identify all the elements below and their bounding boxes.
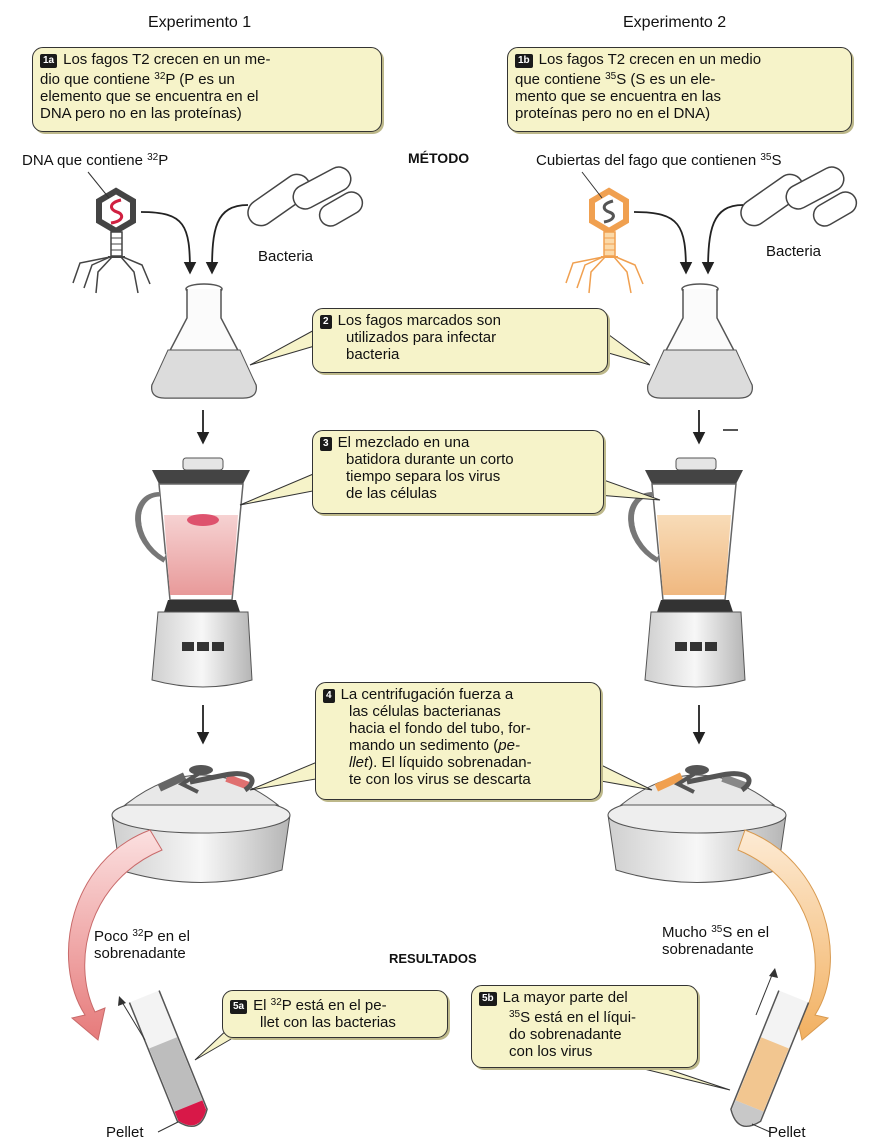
step-1b-box: 1bLos fagos T2 crecen en un medio que co…	[507, 47, 852, 132]
step-5a-box: 5aEl 32P está en el pe- llet con las bac…	[222, 990, 448, 1038]
step2-pointer-right	[605, 332, 650, 365]
tube-arrow-right	[756, 975, 772, 1015]
metodo-heading: MÉTODO	[408, 150, 469, 167]
blender-left-icon	[138, 458, 252, 687]
step-1b-tag: 1b	[515, 54, 533, 68]
test-tube-left-icon	[129, 991, 211, 1132]
tube-arrow-left-head	[118, 996, 126, 1006]
pellet-label-right: Pellet	[768, 1124, 806, 1141]
step-1a-tag: 1a	[40, 54, 57, 68]
tube-arrow-right-head	[769, 968, 778, 978]
centrifuge-left-icon	[112, 765, 290, 883]
step4-pointer-left	[250, 760, 322, 790]
step-2-box: 2Los fagos marcados son utilizados para …	[312, 308, 608, 373]
step-1a-box: 1aLos fagos T2 crecen en un me- dio que …	[32, 47, 382, 132]
arrow-phage-to-flask-right	[634, 212, 686, 272]
arrow-bacteria-to-flask-left	[212, 205, 248, 272]
step-4-tag: 4	[323, 689, 335, 703]
coat-35s-label: Cubiertas del fago que contienen 35S	[536, 149, 781, 169]
dna-pointer-line	[88, 172, 109, 198]
coat-pointer-line	[582, 172, 602, 198]
arrow-bacteria-to-flask-right	[708, 205, 743, 272]
bacteria-left-icon	[243, 163, 367, 231]
phage-32p-icon	[73, 191, 150, 293]
step-5b-tag: 5b	[479, 992, 497, 1006]
step-3-tag: 3	[320, 437, 332, 451]
blender-right-icon	[631, 458, 745, 687]
step3-pointer-left	[240, 472, 318, 505]
step-4-box: 4La centrifugación fuerza a las células …	[315, 682, 601, 800]
phage-35s-icon	[566, 191, 643, 293]
step-5b-box: 5bLa mayor parte del 35S está en el líqu…	[471, 985, 698, 1068]
step-5a-tag: 5a	[230, 1000, 247, 1014]
pellet-label-left: Pellet	[106, 1124, 144, 1141]
flask-left-icon	[152, 284, 256, 398]
experiment-1-title: Experimento 1	[148, 14, 251, 31]
experiment-2-title: Experimento 2	[623, 14, 726, 31]
step-2-tag: 2	[320, 315, 332, 329]
bacteria-label-left: Bacteria	[258, 248, 313, 265]
bacteria-right-icon	[736, 163, 861, 231]
test-tube-right-icon	[727, 991, 809, 1132]
poco-32p-label: Poco 32P en elsobrenadante	[94, 925, 190, 962]
step-3-box: 3El mezclado en una batidora durante un …	[312, 430, 604, 514]
arrow-phage-to-flask-left	[141, 212, 190, 272]
flask-right-icon	[648, 284, 752, 398]
mucho-35s-label: Mucho 35S en elsobrenadante	[662, 921, 769, 958]
pellet-left-pointer	[158, 1122, 178, 1132]
step2-pointer-left	[250, 328, 318, 365]
step4-pointer-right	[595, 762, 652, 790]
dna-32p-label: DNA que contiene 32P	[22, 149, 168, 169]
bacteria-label-right: Bacteria	[766, 243, 821, 260]
resultados-heading: RESULTADOS	[389, 950, 477, 967]
